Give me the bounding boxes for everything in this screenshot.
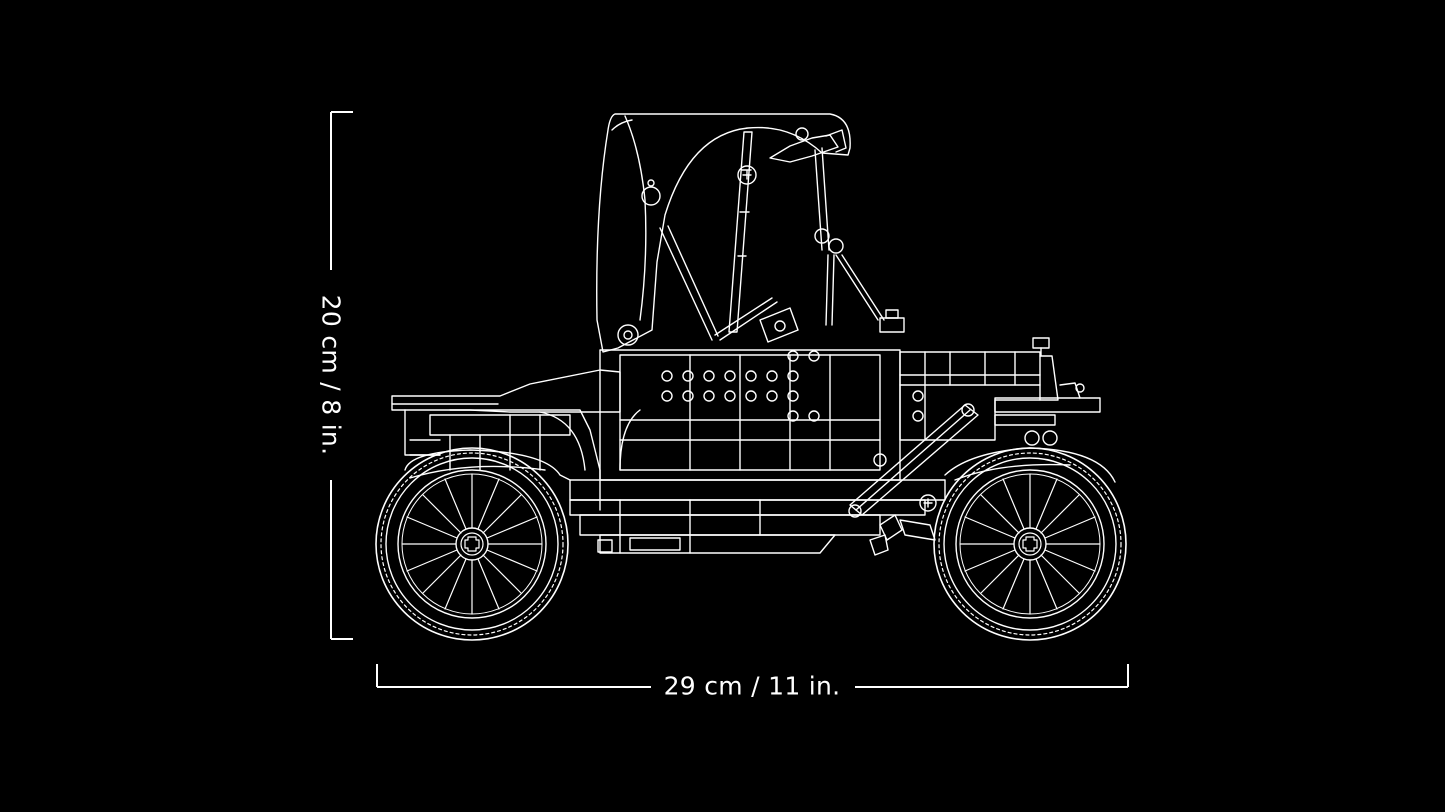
roof-struts xyxy=(659,129,885,341)
width-dimension-label: 29 cm / 11 in. xyxy=(663,671,841,701)
height-dimension-label: 20 cm / 8 in. xyxy=(316,294,346,456)
rear-deck xyxy=(391,369,621,511)
front-strut xyxy=(848,403,979,556)
rear-wheel xyxy=(375,447,569,641)
car-blueprint-icon xyxy=(375,113,1127,641)
height-dimension xyxy=(330,111,353,640)
fenders xyxy=(404,447,1116,483)
stud-grid xyxy=(661,350,924,422)
chassis xyxy=(569,479,946,554)
roof-canopy xyxy=(596,113,851,353)
steering xyxy=(714,297,905,343)
hood xyxy=(899,337,1101,446)
width-dimension xyxy=(376,664,1129,688)
